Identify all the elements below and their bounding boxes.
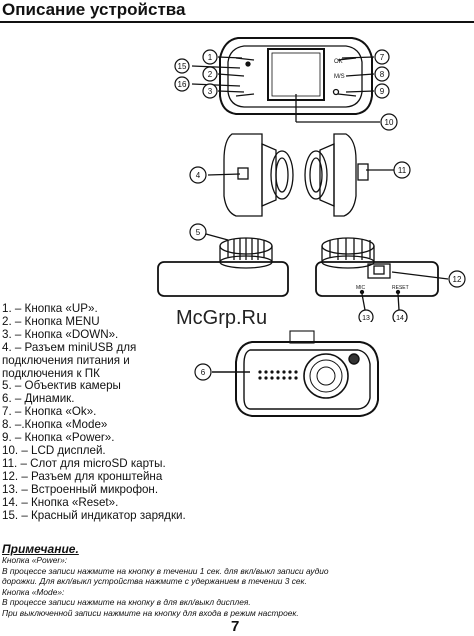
callout-13: 13 <box>362 315 370 322</box>
callout-16: 16 <box>178 80 187 89</box>
list-item: 2. – Кнопка MENU <box>2 314 100 328</box>
ok-label: OK <box>334 59 343 65</box>
note-line: В процессе записи нажмите на кнопку в те… <box>2 565 329 576</box>
note-heading: Примечание. <box>2 542 79 556</box>
list-item: 1. – Кнопка «UP». <box>2 302 98 315</box>
callout-9: 9 <box>380 87 385 96</box>
list-item: 8. –.Кнопка «Mode» <box>2 418 108 432</box>
note-line: Кнопка «Mode»: <box>2 586 65 597</box>
list-item: 14. – Кнопка «Reset». <box>2 495 119 509</box>
reset-label: RESET <box>392 285 409 291</box>
callout-10: 10 <box>385 118 394 127</box>
list-item: 5. – Объектив камеры <box>2 379 121 393</box>
callout-4: 4 <box>196 171 201 180</box>
mode-label: M/S <box>334 74 345 80</box>
list-item: 3. – Кнопка «DOWN». <box>2 327 119 341</box>
list-item: 13. – Встроенный микрофон. <box>2 482 159 496</box>
callout-3: 3 <box>208 87 213 96</box>
list-item: 9. – Кнопка «Power». <box>2 431 115 445</box>
list-item: 15. – Красный индикатор зарядки. <box>2 508 186 522</box>
callout-11: 11 <box>398 166 407 175</box>
callout-14: 14 <box>396 315 404 322</box>
callout-5: 5 <box>196 228 201 237</box>
note-line: дорожки. Для вкл/выкл устройства нажмите… <box>2 576 307 587</box>
list-item: подключения питания и <box>2 353 130 367</box>
left-side-view <box>223 133 294 217</box>
list-item: подключения к ПК <box>2 366 100 380</box>
mic-label: MIC <box>356 285 366 291</box>
right-side-view <box>304 133 369 217</box>
feature-list: 1. – Кнопка «UP». 2. – Кнопка MENU 3. – … <box>2 302 186 522</box>
callout-7: 7 <box>380 53 385 62</box>
list-item: 12. – Разъем для кронштейна <box>2 469 163 483</box>
page-title: Описание устройства <box>2 0 186 19</box>
note-line: В процессе записи нажмите на кнопку в дл… <box>2 597 251 608</box>
callout-12: 12 <box>453 275 462 284</box>
list-item: 4. – Разъем miniUSB для <box>2 340 137 354</box>
rear-view-diagram: 6 <box>194 330 379 417</box>
list-item: 6. – Динамик. <box>2 392 75 406</box>
bottom-left-view <box>157 237 289 297</box>
page-number: 7 <box>231 618 240 635</box>
callout-6: 6 <box>201 368 206 377</box>
callout-8: 8 <box>380 70 385 79</box>
callout-1: 1 <box>208 53 213 62</box>
list-item: 7. – Кнопка «Ok». <box>2 405 97 419</box>
device-diagram: OK M/S <box>157 37 466 322</box>
callout-15: 15 <box>178 62 187 71</box>
list-item: 11. – Слот для microSD карты. <box>2 456 166 470</box>
note-line: При выключенной записи нажмите на кнопку… <box>2 607 299 618</box>
watermark: McGrp.Ru <box>176 307 268 329</box>
callout-2: 2 <box>208 70 213 79</box>
title-underline <box>0 21 474 23</box>
bottom-right-view <box>315 237 439 297</box>
note-body: Кнопка «Power»: В процессе записи нажмит… <box>2 555 472 619</box>
list-item: 10. – LCD дисплей. <box>2 443 106 457</box>
note-line: Кнопка «Power»: <box>2 555 68 565</box>
